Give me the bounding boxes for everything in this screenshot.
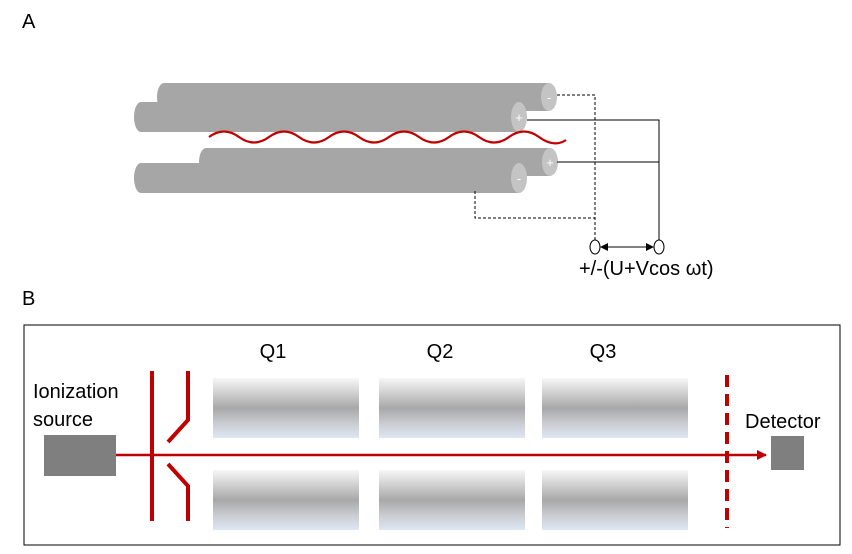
terminal-left (589, 239, 601, 255)
terminal-right (653, 239, 665, 255)
quad-label-q1: Q1 (260, 341, 287, 363)
solid-circuit (527, 119, 660, 242)
rod-top-front: + (134, 102, 527, 132)
quad-rods (213, 378, 688, 530)
entrance-lenses (150, 371, 190, 521)
q2-rod-bottom (379, 470, 525, 530)
ionization-source-box (44, 435, 116, 476)
q3-rod-bottom (542, 470, 688, 530)
detector-box (771, 436, 804, 470)
quad-label-q2: Q2 (427, 341, 454, 363)
q1-rod-top (213, 378, 359, 438)
rod-sign-bottom-front: - (517, 171, 521, 186)
q3-rod-top (542, 378, 688, 438)
source-label-line2: source (33, 409, 93, 431)
voltage-formula: +/-(U+Vcos ωt) (579, 258, 714, 280)
quad-label-q3: Q3 (590, 341, 617, 363)
rod-sign-bottom-back: + (546, 155, 554, 170)
panel-a-label: A (22, 11, 36, 33)
q1-rod-bottom (213, 470, 359, 530)
q2-rod-top (379, 378, 525, 438)
source-label-line1: Ionization (33, 381, 119, 403)
rod-sign-top-back: - (547, 90, 551, 105)
rod-bottom-front: - (134, 163, 527, 193)
dashed-circuit (474, 94, 596, 242)
rod-sign-top-front: + (515, 110, 523, 125)
ion-trajectory-wave (208, 130, 567, 145)
detector-label: Detector (745, 411, 821, 433)
panel-b-label: B (22, 288, 35, 310)
